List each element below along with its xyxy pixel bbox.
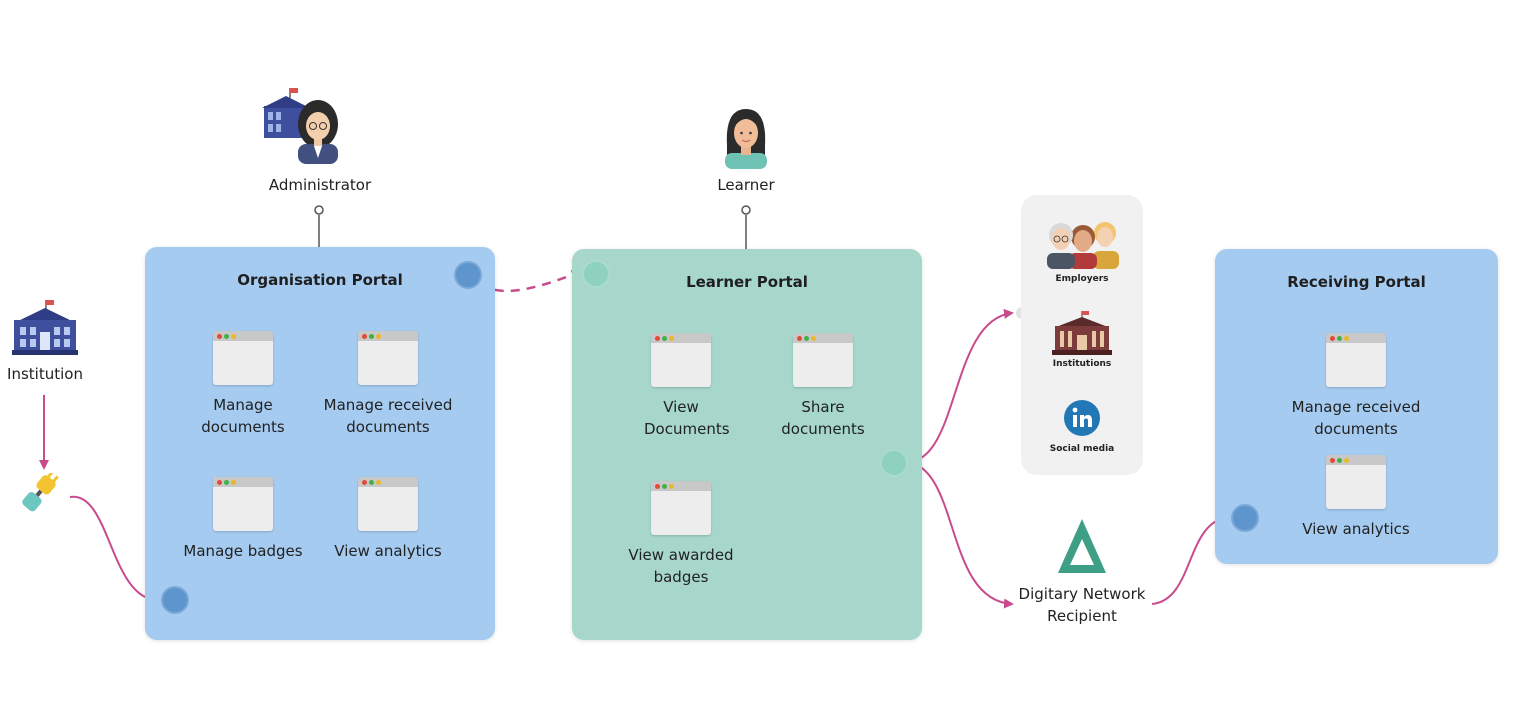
digitary-label-line2: Recipient bbox=[1047, 607, 1117, 625]
learner-output-node bbox=[880, 449, 908, 477]
manage-badges-feature[interactable]: Manage badges bbox=[168, 477, 318, 562]
administrator-with-building-icon bbox=[262, 88, 342, 164]
browser-window-icon bbox=[651, 333, 711, 387]
browser-window-icon bbox=[358, 331, 418, 385]
linkedin-icon bbox=[1063, 399, 1101, 437]
organisation-input-node bbox=[161, 586, 189, 614]
organisation-to-learner-dashed-arrow bbox=[479, 270, 582, 293]
manage-badges-label: Manage badges bbox=[183, 542, 303, 560]
learner-portal-title: Learner Portal bbox=[686, 273, 808, 291]
manage-received-documents-feature[interactable]: Manage received documents bbox=[313, 331, 463, 438]
view-analytics-label: View analytics bbox=[334, 542, 442, 560]
learner-portal[interactable]: Learner Portal View Documents Share docu… bbox=[572, 249, 922, 640]
organisation-portal-title: Organisation Portal bbox=[237, 271, 403, 289]
receiving-view-analytics-feature[interactable]: View analytics bbox=[1281, 455, 1431, 540]
digitary-recipient-label: Digitary Network Recipient bbox=[1002, 583, 1162, 627]
receiving-portal[interactable]: Receiving Portal Manage received documen… bbox=[1215, 249, 1498, 564]
employers-group-icon bbox=[1043, 217, 1123, 269]
view-awarded-badges-feature[interactable]: View awarded badges bbox=[606, 481, 756, 588]
share-documents-label: Share documents bbox=[781, 398, 865, 438]
manage-documents-feature[interactable]: Manage documents bbox=[168, 331, 318, 438]
view-analytics-feature[interactable]: View analytics bbox=[313, 477, 463, 562]
view-documents-feature[interactable]: View Documents bbox=[606, 333, 756, 440]
browser-window-icon bbox=[358, 477, 418, 531]
view-awarded-badges-label: View awarded badges bbox=[628, 546, 734, 586]
administrator-label: Administrator bbox=[268, 176, 372, 194]
building-icon bbox=[12, 300, 78, 356]
learner-stem-endpoint bbox=[741, 205, 751, 215]
browser-window-icon bbox=[213, 331, 273, 385]
receiving-view-analytics-label: View analytics bbox=[1302, 520, 1410, 538]
browser-window-icon bbox=[1326, 455, 1386, 509]
triangle-logo-icon bbox=[1056, 517, 1108, 575]
audiences-panel: Employers Institutions bbox=[1021, 195, 1143, 475]
receiving-manage-received-documents-feature[interactable]: Manage received documents bbox=[1281, 333, 1431, 440]
institutions-label: Institutions bbox=[1052, 359, 1112, 369]
receiving-manage-received-documents-label: Manage received documents bbox=[1291, 398, 1421, 438]
browser-window-icon bbox=[651, 481, 711, 535]
share-documents-feature[interactable]: Share documents bbox=[748, 333, 898, 440]
manage-received-documents-label: Manage received documents bbox=[323, 396, 453, 436]
manage-documents-label: Manage documents bbox=[201, 396, 285, 436]
browser-window-icon bbox=[793, 333, 853, 387]
institution-building-icon bbox=[1052, 311, 1112, 355]
receiving-input-node bbox=[1231, 504, 1259, 532]
browser-window-icon bbox=[1326, 333, 1386, 387]
organisation-portal[interactable]: Organisation Portal Manage documents Man… bbox=[145, 247, 495, 640]
social-media-label: Social media bbox=[1049, 444, 1115, 454]
digitary-label-line1: Digitary Network bbox=[1018, 585, 1146, 603]
institution-label: Institution bbox=[7, 365, 83, 383]
plug-icon bbox=[20, 470, 70, 521]
learner-input-node bbox=[582, 260, 610, 288]
learner-to-digitary-arrow bbox=[907, 461, 1014, 609]
view-documents-label: View Documents bbox=[644, 398, 730, 438]
organisation-output-node bbox=[454, 261, 482, 289]
browser-window-icon bbox=[213, 477, 273, 531]
learner-avatar-icon bbox=[723, 105, 769, 169]
learner-label: Learner bbox=[717, 176, 775, 194]
learner-to-audiences-arrow bbox=[907, 308, 1014, 463]
administrator-stem-endpoint bbox=[314, 205, 324, 215]
employers-label: Employers bbox=[1055, 274, 1109, 284]
receiving-portal-title: Receiving Portal bbox=[1287, 273, 1426, 291]
